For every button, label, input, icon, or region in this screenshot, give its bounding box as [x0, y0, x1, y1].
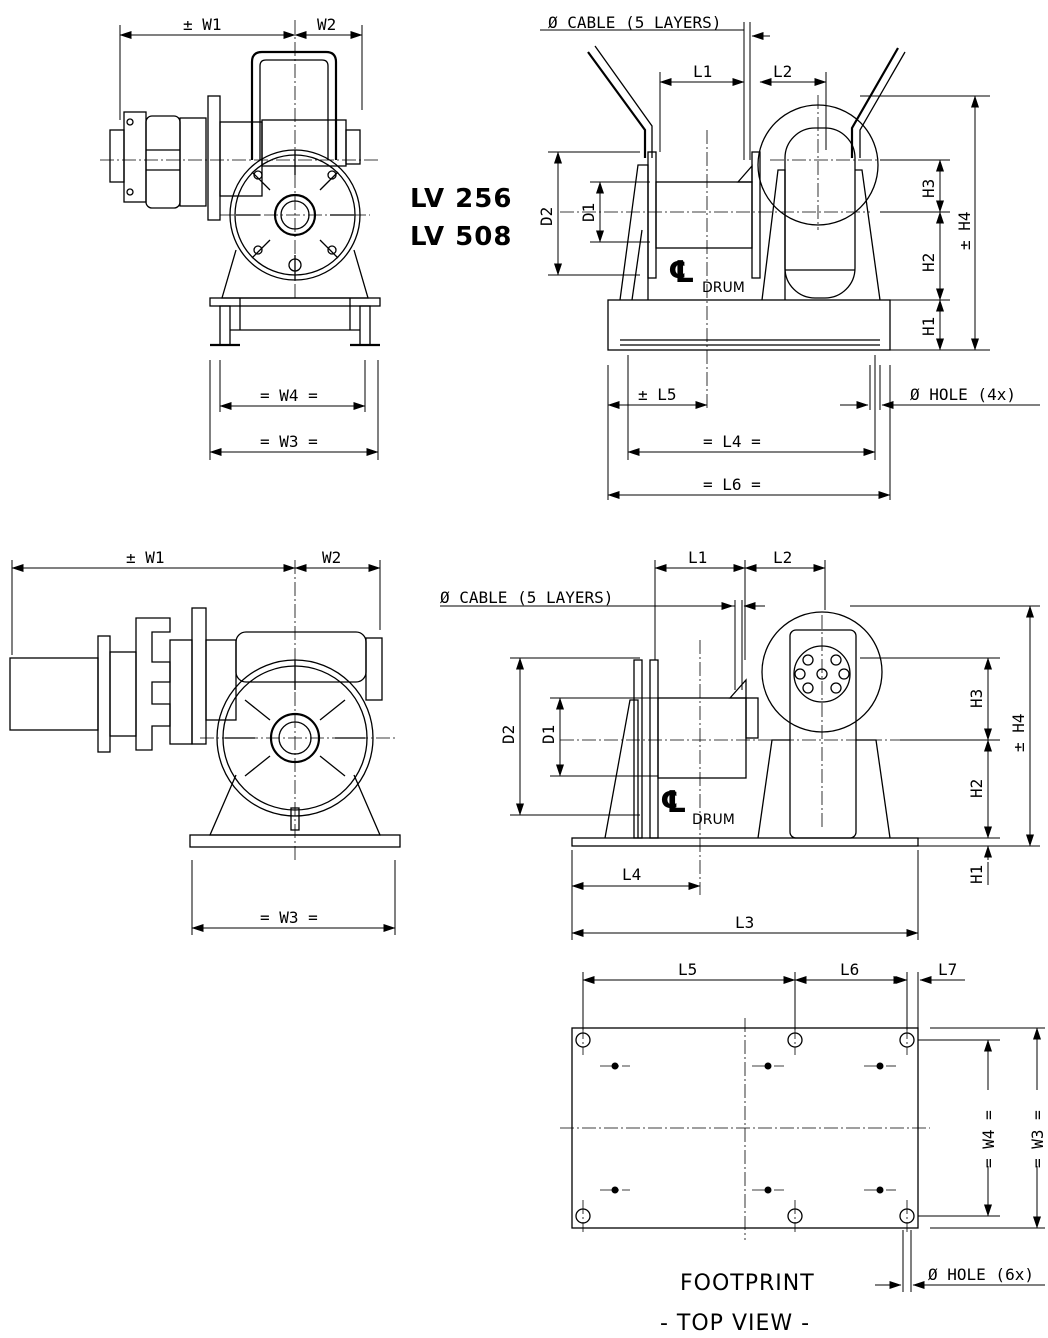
dim-l1-bottom: L1 — [688, 548, 707, 567]
bottom-front-view: ± W1 W2 = W3 = — [9, 548, 401, 935]
dim-w3-bottom: = W3 = — [260, 908, 318, 927]
dim-w1-top: ± W1 — [183, 15, 222, 34]
cable-label-bottom: Ø CABLE (5 LAYERS) — [440, 588, 613, 607]
model-label-lv256: LV 256 — [410, 184, 512, 214]
dim-w4-footprint: = W4 = — [979, 1110, 998, 1168]
model-label-lv508: LV 508 — [410, 222, 512, 252]
hole-label-top: Ø HOLE (4x) — [910, 385, 1016, 404]
drum-label-top: DRUM — [702, 280, 745, 296]
dim-l5-footprint: L5 — [678, 960, 697, 979]
electric-motor — [9, 657, 99, 731]
footprint-top-view: L5 L6 L7 = W4 = = W3 = Ø HOLE (6x) FOOTP… — [560, 960, 1048, 1336]
dim-h4-top: ± H4 — [955, 211, 974, 250]
dim-l4-bottom: L4 — [622, 865, 641, 884]
top-side-view: Ø CABLE (5 LAYERS) L1 L2 D2 D1 ℄ DRUM H3… — [537, 13, 1040, 500]
dim-l2-top: L2 — [773, 62, 792, 81]
dim-w3-top: = W3 = — [260, 432, 318, 451]
dim-w2-top: W2 — [317, 15, 336, 34]
dim-l6-footprint: L6 — [840, 960, 859, 979]
base-frame — [209, 249, 381, 347]
drum-flange-left — [647, 151, 657, 279]
dim-h3-bottom: H3 — [967, 689, 986, 708]
drum-centerline-symbol-bottom: ℄ — [660, 785, 687, 820]
dim-w3-footprint: = W3 = — [1028, 1110, 1047, 1168]
dim-l5-top: ± L5 — [638, 385, 677, 404]
dim-l1-top: L1 — [693, 62, 712, 81]
dim-l4-top: = L4 = — [703, 432, 761, 451]
dim-h2-bottom: H2 — [967, 779, 986, 798]
drum-barrel-bottom — [657, 697, 747, 779]
base-plate-bottom — [571, 837, 919, 847]
dim-l2-bottom: L2 — [773, 548, 792, 567]
drum-centerline-symbol-top: ℄ — [668, 255, 695, 290]
dim-d1-bottom: D1 — [539, 725, 558, 744]
dim-h3-top: H3 — [919, 179, 938, 198]
dim-h1-bottom: H1 — [967, 865, 986, 884]
hole-label-footprint: Ø HOLE (6x) — [928, 1265, 1034, 1284]
dim-l7-footprint: L7 — [938, 960, 957, 979]
dim-l3-bottom: L3 — [735, 913, 754, 932]
cable-label-top: Ø CABLE (5 LAYERS) — [548, 13, 721, 32]
dim-d2-bottom: D2 — [499, 725, 518, 744]
dim-d2-top: D2 — [537, 207, 556, 226]
drum-barrel — [655, 181, 753, 249]
dim-h2-top: H2 — [919, 253, 938, 272]
top-front-view: ± W1 W2 = W4 = = W3 = — [100, 15, 381, 460]
hydraulic-motor — [109, 95, 361, 221]
base-plate — [607, 299, 891, 351]
dim-w2-bottom: W2 — [322, 548, 341, 567]
footprint-subtitle: - TOP VIEW - — [660, 1311, 810, 1336]
dim-w1-bottom: ± W1 — [126, 548, 165, 567]
dim-w4-top: = W4 = — [260, 386, 318, 405]
footprint-title: FOOTPRINT — [680, 1271, 815, 1296]
dim-h1-top: H1 — [919, 317, 938, 336]
dim-d1-top: D1 — [579, 203, 598, 222]
drum-label-bottom: DRUM — [692, 812, 735, 828]
bottom-side-view: Ø CABLE (5 LAYERS) L1 L2 D2 D1 ℄ DRUM H3… — [440, 548, 1040, 940]
dim-h4-bottom: ± H4 — [1009, 713, 1028, 752]
dim-l6-top: = L6 = — [703, 475, 761, 494]
carry-handle — [250, 50, 338, 160]
